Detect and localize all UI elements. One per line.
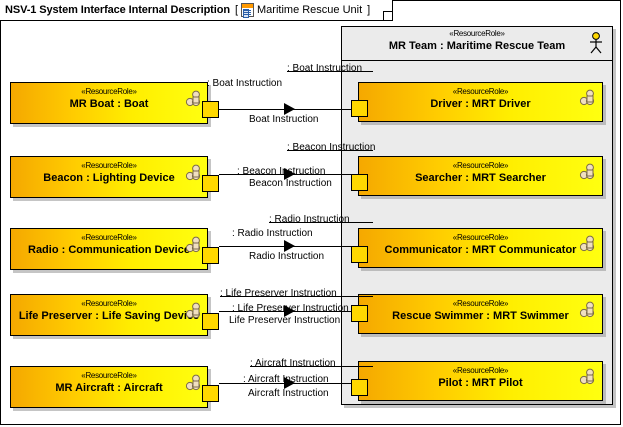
port-driver[interactable]: [351, 100, 368, 117]
connector-radio-leader-top: [269, 222, 373, 223]
part-rescue-swimmer[interactable]: «ResourceRole» Rescue Swimmer : MRT Swim…: [358, 294, 603, 334]
part-name: Radio : Communication Device: [28, 244, 190, 256]
connector-aircraft-label-mid: : Aircraft Instruction: [243, 374, 329, 385]
port-mr-boat[interactable]: [202, 101, 219, 118]
part-name: MR Aircraft : Aircraft: [55, 382, 163, 394]
port-rescue-swimmer[interactable]: [351, 305, 368, 322]
connector-radio-label-mid: : Radio Instruction: [232, 228, 313, 239]
actor-stick-figure-icon: [590, 32, 602, 54]
part-stereotype: «ResourceRole»: [452, 161, 509, 170]
part-stereotype: «ResourceRole»: [81, 371, 137, 380]
port-pilot[interactable]: [351, 379, 368, 396]
port-mr-aircraft[interactable]: [202, 385, 219, 402]
resource-role-icon: [185, 374, 201, 391]
part-name: Rescue Swimmer : MRT Swimmer: [392, 310, 569, 322]
document-icon: [241, 3, 255, 18]
part-stereotype: «ResourceRole»: [81, 161, 137, 170]
part-name: Driver : MRT Driver: [430, 98, 531, 110]
title-tab-notch: [383, 11, 392, 20]
connector-boat-arrow: [284, 103, 295, 115]
container-header: «ResourceRole» MR Team : Maritime Rescue…: [342, 27, 612, 61]
connector-life-preserver-label-mid: : Life Preserver Instruction: [232, 303, 349, 314]
resource-role-icon: [185, 302, 201, 319]
connector-aircraft-arrow: [284, 377, 295, 389]
diagram-title-bar: NSV-1 System Interface Internal Descript…: [0, 0, 393, 21]
part-searcher[interactable]: «ResourceRole» Searcher : MRT Searcher: [358, 156, 603, 196]
part-stereotype: «ResourceRole»: [452, 299, 509, 308]
part-stereotype: «ResourceRole»: [81, 299, 137, 308]
part-name: Communicator : MRT Communicator: [384, 244, 577, 256]
connector-radio-label-top: : Radio Instruction: [269, 214, 350, 225]
part-name: Beacon : Lighting Device: [43, 172, 175, 184]
resource-role-icon: [185, 236, 201, 253]
part-pilot[interactable]: «ResourceRole» Pilot : MRT Pilot: [358, 361, 603, 401]
part-stereotype: «ResourceRole»: [452, 366, 509, 375]
title-bracket-open: [: [234, 4, 239, 16]
page-title: NSV-1 System Interface Internal Descript…: [5, 4, 230, 16]
part-communicator[interactable]: «ResourceRole» Communicator : MRT Commun…: [358, 228, 603, 268]
connector-boat-label-bottom: Boat Instruction: [249, 114, 319, 125]
port-communicator[interactable]: [351, 246, 368, 263]
part-driver[interactable]: «ResourceRole» Driver : MRT Driver: [358, 82, 603, 122]
connector-beacon-arrow: [284, 168, 295, 180]
resource-role-icon: [185, 90, 201, 107]
title-bracket-close: ]: [367, 4, 371, 16]
resource-role-icon: [579, 89, 595, 106]
part-stereotype: «ResourceRole»: [452, 233, 509, 242]
part-name: Searcher : MRT Searcher: [415, 172, 546, 184]
resource-role-icon: [579, 235, 595, 252]
connector-beacon-label-mid: : Beacon Instruction: [237, 166, 326, 177]
part-life-preserver[interactable]: «ResourceRole» Life Preserver : Life Sav…: [10, 294, 208, 336]
part-mr-boat[interactable]: «ResourceRole» MR Boat : Boat: [10, 82, 208, 124]
part-name: Pilot : MRT Pilot: [438, 377, 523, 389]
connector-life-preserver-arrow: [284, 305, 295, 317]
part-name: Life Preserver : Life Saving Device: [18, 310, 200, 322]
connector-beacon-label-top: : Beacon Instruction: [287, 142, 376, 153]
part-stereotype: «ResourceRole»: [81, 233, 137, 242]
connector-aircraft-label-bottom: Aircraft Instruction: [248, 388, 329, 399]
connector-life-preserver-label-bottom: Life Preserver Instruction: [229, 315, 341, 326]
connector-life-preserver-label-top: : Life Preserver Instruction: [220, 288, 337, 299]
port-radio[interactable]: [202, 247, 219, 264]
resource-role-icon: [185, 164, 201, 181]
part-beacon[interactable]: «ResourceRole» Beacon : Lighting Device: [10, 156, 208, 198]
port-searcher[interactable]: [351, 174, 368, 191]
part-stereotype: «ResourceRole»: [81, 87, 137, 96]
connector-radio-label-bottom: Radio Instruction: [249, 251, 325, 262]
connector-radio-arrow: [284, 240, 295, 252]
port-beacon[interactable]: [202, 175, 219, 192]
connector-boat-label-mid: : Boat Instruction: [207, 78, 283, 89]
document-icon-line-3: [244, 14, 252, 15]
connector-life-preserver-leader-top: [220, 296, 373, 297]
document-icon-band: [242, 4, 254, 8]
document-icon-square: [243, 9, 250, 18]
container-name: MR Team : Maritime Rescue Team: [388, 40, 566, 52]
port-life-preserver[interactable]: [202, 313, 219, 330]
diagram-context-name: Maritime Rescue Unit: [257, 4, 363, 16]
connector-aircraft-label-top: : Aircraft Instruction: [250, 358, 336, 369]
connector-beacon-leader-top: [287, 150, 373, 151]
resource-role-icon: [579, 301, 595, 318]
part-mr-aircraft[interactable]: «ResourceRole» MR Aircraft : Aircraft: [10, 366, 208, 408]
resource-role-icon: [579, 368, 595, 385]
part-radio[interactable]: «ResourceRole» Radio : Communication Dev…: [10, 228, 208, 270]
connector-boat-label-top: : Boat Instruction: [287, 63, 363, 74]
document-icon-line-1: [244, 10, 252, 11]
connector-aircraft-leader-top: [250, 366, 373, 367]
resource-role-icon: [579, 163, 595, 180]
connector-boat-leader-top: [287, 71, 373, 72]
part-stereotype: «ResourceRole»: [452, 87, 509, 96]
document-icon-line-2: [244, 12, 252, 13]
connector-beacon-label-bottom: Beacon Instruction: [249, 178, 332, 189]
container-stereotype: «ResourceRole»: [449, 29, 505, 38]
part-name: MR Boat : Boat: [69, 98, 149, 110]
